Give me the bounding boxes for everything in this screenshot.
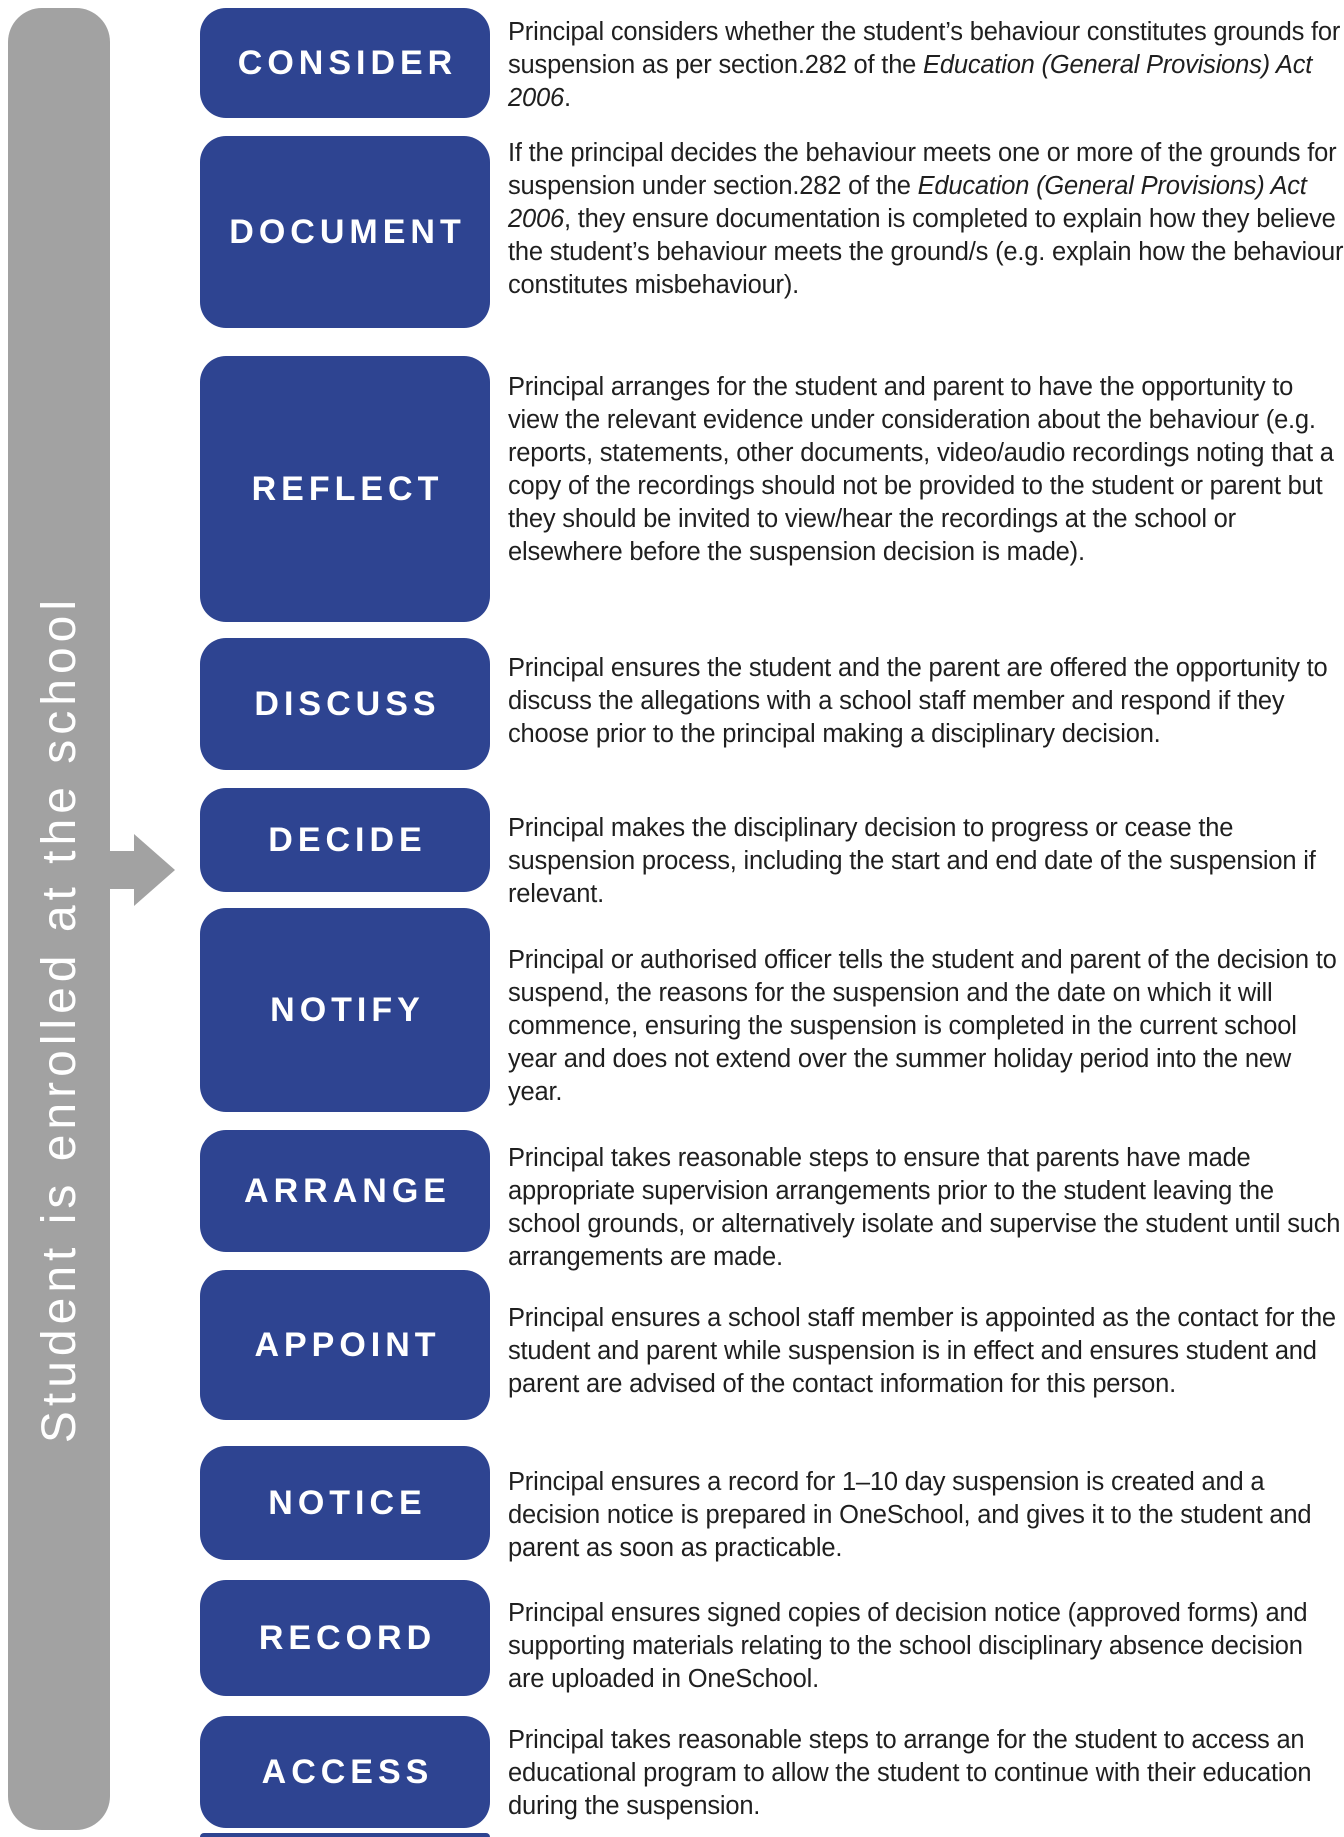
step-label: REFLECT (251, 469, 444, 508)
step-box-document: DOCUMENT (200, 136, 490, 328)
step-label: DECIDE (268, 820, 427, 859)
step-description-decide: Principal makes the disciplinary decisio… (508, 814, 1316, 908)
enrolment-bar: Student is enrolled at the school (8, 8, 110, 1830)
step-label: APPOINT (254, 1325, 441, 1364)
flow-arrow-icon (134, 834, 175, 906)
step-label: ACCESS (261, 1752, 434, 1791)
flow-arrow-tail (106, 851, 136, 889)
step-label: ARRANGE (244, 1171, 451, 1210)
step-label: RECORD (258, 1618, 437, 1657)
step-label: DOCUMENT (229, 212, 466, 251)
step-box-decide: DECIDE (200, 788, 490, 892)
step-box-access: ACCESS (200, 1716, 490, 1828)
step-box-appoint: APPOINT (200, 1270, 490, 1420)
step-label: CONSIDER (237, 43, 458, 82)
step-box-notice: NOTICE (200, 1446, 490, 1560)
step-description-arrange: Principal takes reasonable steps to ensu… (508, 1144, 1341, 1271)
step-description-discuss: Principal ensures the student and the pa… (508, 654, 1328, 748)
step-description-appoint: Principal ensures a school staff member … (508, 1304, 1336, 1398)
step-description-record: Principal ensures signed copies of decis… (508, 1599, 1308, 1693)
step-description-document: If the principal decides the behaviour m… (508, 139, 1344, 299)
step-description-consider: Principal considers whether the student’… (508, 18, 1341, 112)
enrolment-bar-label: Student is enrolled at the school (32, 594, 86, 1444)
step-box-discuss: DISCUSS (200, 638, 490, 770)
step-label: NOTICE (268, 1483, 427, 1522)
step-description-access: Principal takes reasonable steps to arra… (508, 1726, 1312, 1820)
next-step-partial-box (200, 1833, 490, 1837)
step-box-notify: NOTIFY (200, 908, 490, 1112)
step-description-reflect: Principal arranges for the student and p… (508, 373, 1334, 566)
step-description-notice: Principal ensures a record for 1–10 day … (508, 1468, 1312, 1562)
step-label: NOTIFY (270, 990, 425, 1029)
step-box-arrange: ARRANGE (200, 1130, 490, 1252)
step-box-record: RECORD (200, 1580, 490, 1696)
step-box-consider: CONSIDER (200, 8, 490, 118)
step-description-notify: Principal or authorised officer tells th… (508, 946, 1337, 1106)
step-box-reflect: REFLECT (200, 356, 490, 622)
step-label: DISCUSS (254, 684, 441, 723)
